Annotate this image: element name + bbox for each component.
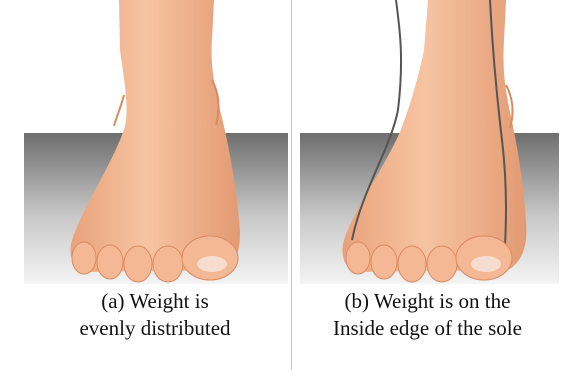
toe-4	[97, 245, 123, 279]
toe-3	[124, 246, 152, 282]
big-toenail	[197, 256, 227, 272]
foot-illustration-with-lines	[300, 0, 559, 284]
caption-panel-b: (b) Weight is on the Inside edge of the …	[292, 288, 563, 342]
caption-panel-a: (a) Weight is evenly distributed	[20, 288, 290, 342]
foot-illustration	[24, 0, 288, 284]
caption-a-line-2: evenly distributed	[20, 315, 290, 342]
caption-a-line-1: (a) Weight is	[20, 288, 290, 315]
toe-4	[371, 245, 397, 279]
caption-b-line-2: Inside edge of the sole	[292, 315, 563, 342]
toe-2	[153, 246, 183, 282]
toe-5	[346, 242, 370, 274]
big-toenail	[471, 256, 501, 272]
toe-5	[72, 242, 96, 274]
toe-3	[398, 246, 426, 282]
panel-a-illustration	[24, 0, 288, 284]
panel-b-illustration	[300, 0, 559, 284]
caption-b-line-1: (b) Weight is on the	[292, 288, 563, 315]
toe-2	[427, 246, 457, 282]
